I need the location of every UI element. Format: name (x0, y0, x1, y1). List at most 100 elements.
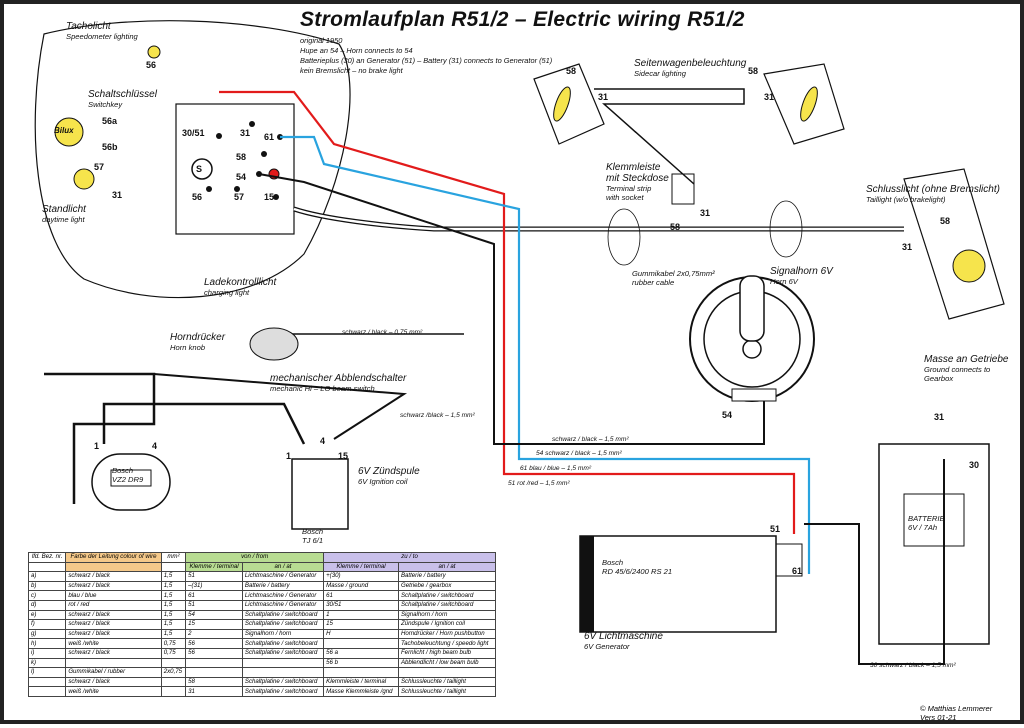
term-31-side: 31 (598, 92, 609, 102)
table-cell (241, 667, 325, 678)
table-cell: schwarz / black (65, 609, 162, 621)
term-58-strip: 58 (670, 222, 681, 232)
term-15: 15 (264, 192, 275, 202)
ignition-coil (291, 458, 349, 530)
table-cell: Batterie / battery (397, 571, 497, 582)
table-cell: 1,5 (160, 590, 187, 601)
table-cell: 61 (185, 590, 243, 601)
table-cell: Signalhorn / horn (241, 628, 325, 640)
table-cell: Schaltplatine / switchboard (241, 638, 325, 649)
generator (579, 535, 777, 633)
table-cell (185, 657, 243, 669)
table-cell: Schlussleuchte / taillight (397, 676, 497, 688)
bilux-bulb (54, 117, 84, 147)
table-cell: Masse / ground (323, 580, 399, 592)
term-56: 56 (192, 192, 203, 202)
table-cell: Schlussleuchte / taillight (397, 686, 497, 697)
table-cell (185, 667, 243, 678)
table-cell (241, 657, 325, 669)
table-cell: b) (27, 580, 67, 592)
table-cell (160, 676, 187, 688)
sidecar-light-right (763, 63, 845, 145)
table-cell: H (323, 628, 399, 640)
speedo-bulb (147, 45, 161, 59)
table-cell: Schaltplatine / switchboard (397, 590, 497, 601)
table-cell: Schaltplatine / switchboard (241, 619, 325, 630)
table-cell: schwarz / black (65, 580, 162, 592)
table-cell: schwarz / black (65, 676, 162, 688)
table-cell: 54 (185, 609, 243, 621)
term-31-lamp: 31 (112, 190, 123, 200)
term-31-strip: 31 (700, 208, 711, 218)
sidecar-light-left (533, 63, 605, 145)
table-cell: Batterie / battery (241, 580, 325, 592)
table-cell: 1,5 (160, 599, 187, 611)
table-cell: Schaltplatine / switchboard (241, 686, 325, 697)
switch-panel (175, 103, 295, 235)
table-cell: blau / blue (65, 590, 162, 601)
black-wire-ground (804, 459, 945, 665)
table-cell (160, 657, 187, 669)
table-cell: i) (27, 647, 67, 659)
term-31-bat: 31 (934, 412, 945, 422)
table-cell: Schaltplatine / switchboard (397, 599, 497, 611)
page-title: Stromlaufplan R51/2 – Electric wiring R5… (300, 8, 745, 31)
table-cell: Gummikabel / rubber (65, 667, 162, 678)
table-cell: Schaltplatine / switchboard (241, 676, 325, 688)
term-58-tail: 58 (940, 216, 951, 226)
term-54-horn: 54 (722, 410, 733, 420)
table-cell: schwarz / black (65, 628, 162, 640)
table-cell: 0,75 (160, 647, 187, 659)
table-cell: Tachobeleuchtung / speedo light (397, 638, 497, 649)
term-57: 57 (234, 192, 245, 202)
term-58-side: 58 (566, 66, 577, 76)
term-61: 61 (264, 132, 275, 142)
table-cell: weiß /white (65, 638, 162, 649)
term-58: 58 (236, 152, 247, 162)
wire-label-30: 30 schwarz / black – 1,5 mm² (870, 662, 956, 669)
table-cell: l) (27, 667, 67, 678)
table-cell: 61 (323, 590, 399, 601)
table-cell (65, 657, 162, 669)
term-56b: 56b (102, 142, 118, 152)
table-cell (323, 667, 399, 678)
table-cell (160, 686, 187, 697)
black-wire-54 (258, 173, 765, 445)
label-schlusslicht: Schlusslicht (ohne Bremslicht)Taillight … (866, 184, 1000, 204)
taillight-housing (903, 168, 1005, 320)
table-cell: Lichtmaschine / Generator (241, 590, 325, 601)
battery (878, 443, 990, 645)
table-cell: 1,5 (160, 609, 187, 621)
term-31-tail: 31 (902, 242, 913, 252)
table-cell: a) (27, 571, 67, 582)
table-cell: Getriebe / gearbox (397, 580, 497, 592)
label-bilux: Bilux (54, 126, 74, 135)
blue-wire (280, 135, 811, 574)
term-30-bat: 30 (969, 460, 980, 470)
table-cell: Lichtmaschine / Generator (241, 571, 325, 582)
coil-wire (153, 373, 408, 440)
red-wire (219, 90, 796, 534)
table-cell: f) (27, 619, 67, 630)
table-cell: 56 b (323, 657, 399, 669)
table-cell: 15 (323, 619, 399, 630)
table-cell: g) (27, 628, 67, 640)
table-cell: e) (27, 609, 67, 621)
